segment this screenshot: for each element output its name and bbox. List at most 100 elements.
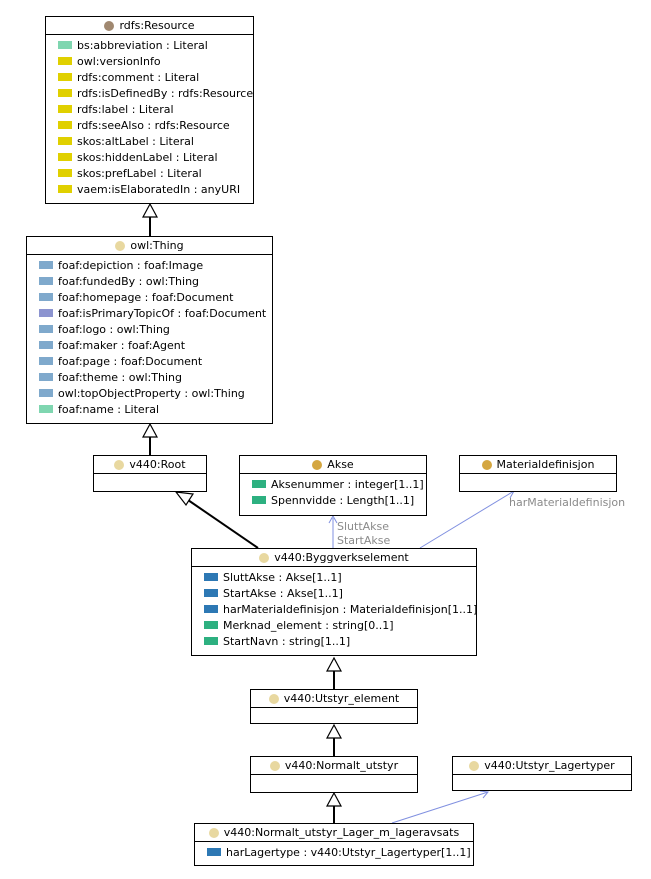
annotation-property-icon — [58, 57, 72, 65]
attribute-row[interactable]: foaf:depiction : foaf:Image — [27, 257, 272, 273]
datatype-property-icon — [252, 480, 266, 488]
class-title: v440:Utstyr_Lagertyper — [484, 759, 615, 772]
attribute-row[interactable]: Aksenummer : integer[1..1] — [240, 476, 426, 492]
annotation-property-icon — [58, 185, 72, 193]
attribute-row[interactable]: vaem:isElaboratedIn : anyURI — [46, 181, 253, 197]
attribute-row[interactable]: rdfs:seeAlso : rdfs:Resource — [46, 117, 253, 133]
association-bygg-akse — [328, 514, 338, 548]
class-icon — [208, 827, 219, 838]
class-icon — [115, 240, 126, 251]
attribute-label: owl:topObjectProperty : owl:Thing — [58, 386, 245, 400]
class-v440-root[interactable]: v440:Root — [93, 455, 207, 492]
attribute-row[interactable]: bs:abbreviation : Literal — [46, 37, 253, 53]
class-header: v440:Utstyr_element — [251, 690, 417, 708]
attribute-row[interactable]: harLagertype : v440:Utstyr_Lagertyper[1.… — [195, 844, 473, 860]
attribute-row[interactable]: Spennvidde : Length[1..1] — [240, 492, 426, 508]
annotation-property-icon — [58, 121, 72, 129]
attribute-row[interactable]: owl:topObjectProperty : owl:Thing — [27, 385, 272, 401]
attribute-row[interactable]: skos:prefLabel : Literal — [46, 165, 253, 181]
class-rdfs-resource[interactable]: rdfs:Resource bs:abbreviation : Literal … — [45, 16, 254, 204]
attribute-list: harLagertype : v440:Utstyr_Lagertyper[1.… — [195, 842, 473, 860]
attribute-row[interactable]: rdfs:comment : Literal — [46, 69, 253, 85]
attribute-label: foaf:page : foaf:Document — [58, 354, 203, 368]
class-title: v440:Normalt_utstyr_Lager_m_lageravsats — [223, 826, 460, 839]
attribute-label: foaf:theme : owl:Thing — [58, 370, 182, 384]
attribute-label: harMaterialdefinisjon : Materialdefinisj… — [223, 602, 478, 616]
class-header: v440:Normalt_utstyr — [251, 757, 417, 775]
annotation-property-icon — [58, 89, 72, 97]
attribute-row[interactable]: foaf:fundedBy : owl:Thing — [27, 273, 272, 289]
class-title: owl:Thing — [130, 239, 184, 252]
attribute-row[interactable]: foaf:maker : foaf:Agent — [27, 337, 272, 353]
attribute-row[interactable]: skos:hiddenLabel : Literal — [46, 149, 253, 165]
class-header: v440:Root — [94, 456, 206, 474]
class-header: v440:Utstyr_Lagertyper — [453, 757, 631, 775]
class-header: v440:Byggverkselement — [192, 549, 476, 567]
class-normalt-utstyr[interactable]: v440:Normalt_utstyr — [250, 756, 418, 793]
generalization-root-thing — [141, 422, 159, 455]
annotation-property-icon — [58, 105, 72, 113]
edge-label-slutt-akse: SluttAkse — [337, 520, 390, 533]
attribute-row[interactable]: StartNavn : string[1..1] — [192, 633, 476, 649]
class-header: Materialdefinisjon — [460, 456, 616, 474]
attribute-row[interactable]: foaf:homepage : foaf:Document — [27, 289, 272, 305]
attribute-row[interactable]: rdfs:isDefinedBy : rdfs:Resource — [46, 85, 253, 101]
class-utstyr-lagertyper[interactable]: v440:Utstyr_Lagertyper — [452, 756, 632, 791]
attribute-label: foaf:isPrimaryTopicOf : foaf:Document — [58, 306, 267, 320]
association-lager-lagertyper — [391, 790, 489, 824]
attribute-row[interactable]: rdfs:label : Literal — [46, 101, 253, 117]
annotation-property-icon — [58, 153, 72, 161]
class-icon — [259, 552, 270, 563]
class-icon — [268, 693, 279, 704]
attribute-label: StartNavn : string[1..1] — [223, 634, 351, 648]
class-header: v440:Normalt_utstyr_Lager_m_lageravsats — [195, 824, 473, 842]
attribute-row[interactable]: Merknad_element : string[0..1] — [192, 617, 476, 633]
class-materialdefinisjon[interactable]: Materialdefinisjon — [459, 455, 617, 492]
object-property-icon — [39, 309, 53, 317]
association-icon — [207, 848, 221, 856]
attribute-label: Spennvidde : Length[1..1] — [271, 493, 415, 507]
edge-label-har-materialdefinisjon: harMaterialdefinisjon — [509, 496, 626, 509]
attribute-label: skos:hiddenLabel : Literal — [77, 150, 218, 164]
class-utstyr-element[interactable]: v440:Utstyr_element — [250, 689, 418, 724]
attribute-row[interactable]: foaf:logo : owl:Thing — [27, 321, 272, 337]
generalization-thing-resource — [141, 202, 159, 236]
class-byggverkselement[interactable]: v440:Byggverkselement SluttAkse : Akse[1… — [191, 548, 477, 656]
attribute-row[interactable]: skos:altLabel : Literal — [46, 133, 253, 149]
attribute-row[interactable]: SluttAkse : Akse[1..1] — [192, 569, 476, 585]
class-akse[interactable]: Akse Aksenummer : integer[1..1] Spennvid… — [239, 455, 427, 516]
object-property-icon — [39, 325, 53, 333]
class-title: v440:Byggverkselement — [274, 551, 409, 564]
class-title: Akse — [327, 458, 354, 471]
object-property-icon — [39, 373, 53, 381]
attribute-row[interactable]: StartAkse : Akse[1..1] — [192, 585, 476, 601]
class-icon — [312, 459, 323, 470]
attribute-row[interactable]: foaf:name : Literal — [27, 401, 272, 417]
attribute-row[interactable]: foaf:isPrimaryTopicOf : foaf:Document — [27, 305, 272, 321]
class-normalt-utstyr-lager[interactable]: v440:Normalt_utstyr_Lager_m_lageravsats … — [194, 823, 474, 866]
attribute-label: Merknad_element : string[0..1] — [223, 618, 394, 632]
class-title: v440:Normalt_utstyr — [284, 759, 399, 772]
object-property-icon — [39, 389, 53, 397]
class-title: v440:Utstyr_element — [283, 692, 400, 705]
attribute-label: rdfs:seeAlso : rdfs:Resource — [77, 118, 230, 132]
class-header: owl:Thing — [27, 237, 272, 255]
class-owl-thing[interactable]: owl:Thing foaf:depiction : foaf:Image fo… — [26, 236, 273, 424]
attribute-list: foaf:depiction : foaf:Image foaf:fundedB… — [27, 255, 272, 417]
object-property-icon — [39, 261, 53, 269]
attribute-label: foaf:logo : owl:Thing — [58, 322, 170, 336]
attribute-label: rdfs:isDefinedBy : rdfs:Resource — [77, 86, 254, 100]
attribute-label: foaf:depiction : foaf:Image — [58, 258, 204, 272]
attribute-row[interactable]: foaf:page : foaf:Document — [27, 353, 272, 369]
association-bygg-materialdefinisjon — [419, 490, 515, 549]
attribute-row[interactable]: foaf:theme : owl:Thing — [27, 369, 272, 385]
datatype-property-icon — [204, 621, 218, 629]
object-property-icon — [39, 277, 53, 285]
attribute-row[interactable]: harMaterialdefinisjon : Materialdefinisj… — [192, 601, 478, 617]
literal-attribute-icon — [58, 41, 72, 49]
attribute-row[interactable]: owl:versionInfo — [46, 53, 253, 69]
class-title: Materialdefinisjon — [496, 458, 595, 471]
attribute-list: Aksenummer : integer[1..1] Spennvidde : … — [240, 474, 426, 508]
attribute-label: harLagertype : v440:Utstyr_Lagertyper[1.… — [226, 845, 471, 859]
association-icon — [204, 573, 218, 581]
